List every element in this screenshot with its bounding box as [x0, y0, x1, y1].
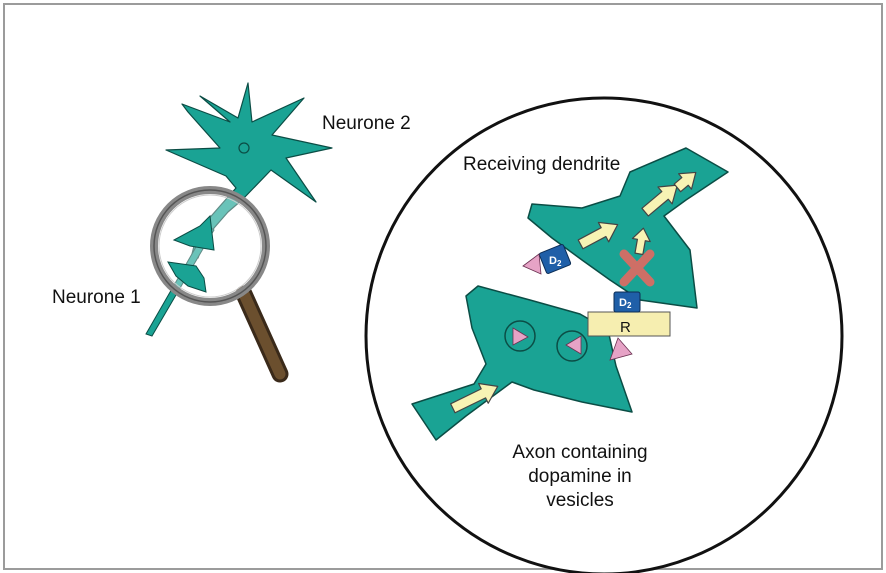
d2-label-top: D2 — [549, 255, 562, 268]
axon-label-line2: dopamine in — [528, 466, 632, 487]
vesicle-2 — [556, 330, 588, 362]
d2-autoreceptor: D2 — [538, 244, 572, 274]
neurone-2-label: Neurone 2 — [322, 113, 411, 134]
magnifying-glass-icon — [150, 186, 289, 383]
axon-label-line1: Axon containing — [512, 442, 647, 463]
figure-frame — [3, 3, 883, 570]
neurone-1-label: Neurone 1 — [52, 287, 141, 308]
d2-receptor — [613, 291, 641, 313]
d2-label-bottom: D2 — [619, 297, 632, 310]
arrow-axon — [450, 382, 499, 414]
arrow-blocked — [631, 227, 651, 256]
x-mark-icon — [619, 249, 655, 287]
lens-synapse-detail — [167, 214, 215, 293]
arrow-dendrite-1 — [577, 221, 619, 250]
dopamine-molecule-1 — [522, 253, 542, 275]
receiving-dendrite-label: Receiving dendrite — [463, 154, 620, 175]
dopamine-molecule-2 — [609, 337, 633, 361]
arrow-dendrite-3 — [673, 171, 697, 193]
vesicle-1 — [504, 320, 536, 352]
neurone-1-axon — [145, 225, 215, 337]
axon-label-line3: vesicles — [546, 490, 614, 511]
r-receptor-label: R — [620, 319, 631, 336]
arrow-dendrite-2 — [641, 184, 678, 217]
signal-arrows — [450, 171, 697, 414]
neurone-2-nucleus — [238, 142, 250, 154]
r-receptor — [587, 311, 671, 337]
